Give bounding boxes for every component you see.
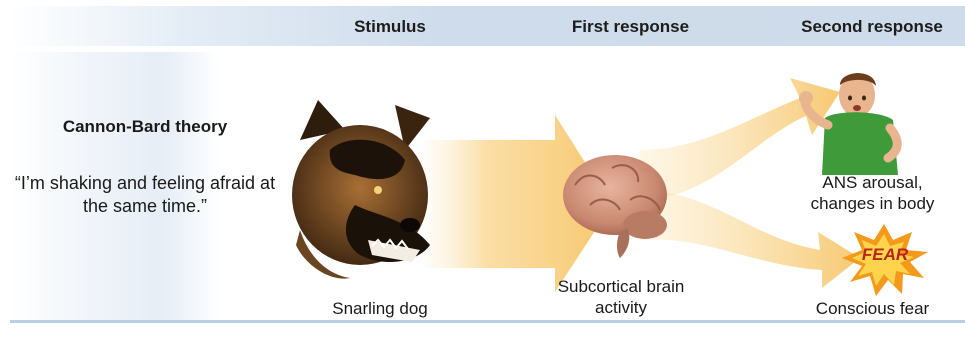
- theory-title: Cannon-Bard theory: [60, 116, 230, 138]
- caption-first-response: Subcortical brain activity: [556, 276, 686, 318]
- caption-conscious-fear: Conscious fear: [790, 298, 955, 319]
- bottom-rule: [10, 320, 965, 323]
- theory-quote: “I’m shaking and feeling afraid at the s…: [10, 172, 280, 218]
- caption-ans-arousal: ANS arousal, changes in body: [790, 172, 955, 214]
- caption-stimulus: Snarling dog: [300, 298, 460, 319]
- fear-burst-label: FEAR: [845, 245, 925, 265]
- snarling-dog-icon: [292, 100, 430, 279]
